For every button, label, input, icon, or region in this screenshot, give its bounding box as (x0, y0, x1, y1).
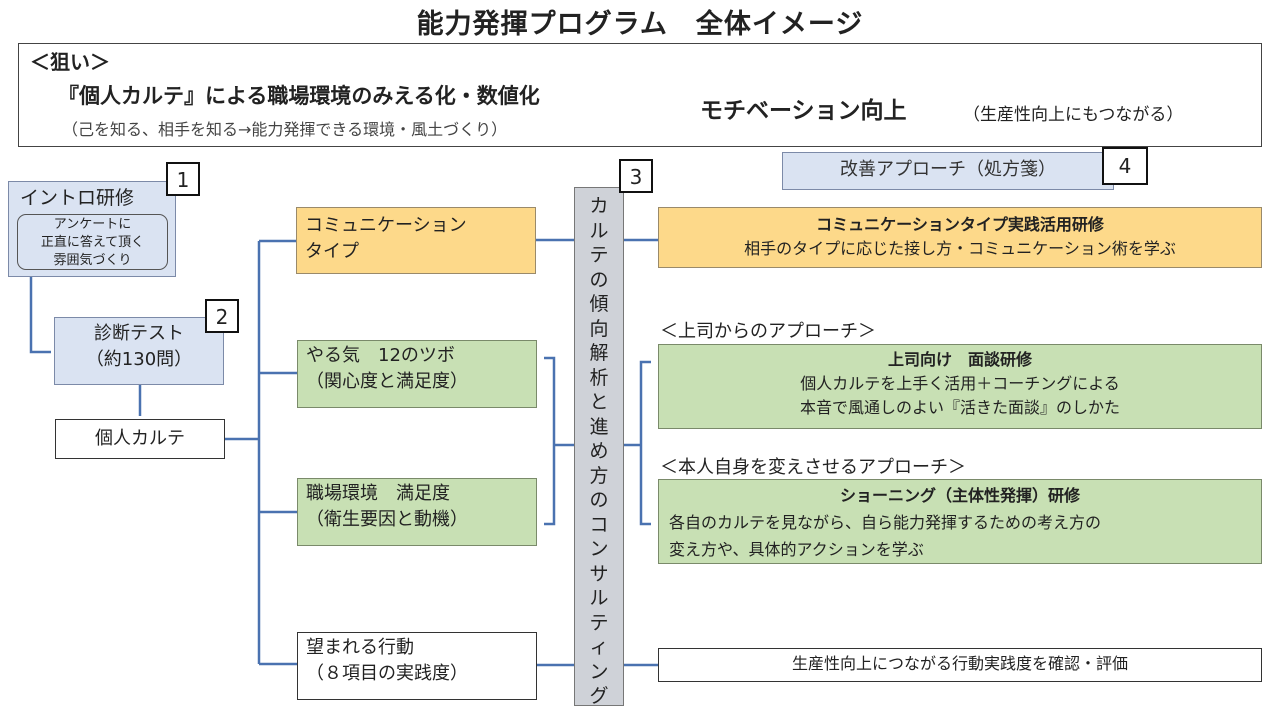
vertical-char: ン (589, 538, 609, 560)
self-approach-label: ＜本人自身を変えさせるアプローチ＞ (660, 457, 966, 478)
vertical-char: ル (589, 587, 609, 609)
personal-karte-box: 個人カルテ (55, 419, 225, 459)
vertical-char: テ (589, 244, 609, 266)
step-number-3: 3 (619, 159, 653, 193)
desired-behavior-box: 望まれる行動 （８項目の実践度） (297, 632, 537, 700)
page-title: 能力発揮プログラム 全体イメージ (416, 9, 864, 40)
motivation-points-box: やる気 12のツボ （関心度と満足度） (297, 340, 537, 408)
vertical-char: 析 (589, 366, 609, 389)
vertical-char: グ (589, 685, 609, 707)
diagnosis-test-title: 診断テスト (94, 323, 184, 344)
motivation-result: モチベーション向上 (700, 98, 907, 124)
aim-box (18, 43, 1262, 147)
vertical-char: 方 (589, 464, 609, 487)
vertical-char: カ (589, 195, 609, 217)
intro-note-line: 正直に答えて頂く (40, 235, 145, 250)
intro-training-title: イントロ研修 (20, 187, 135, 209)
diagnosis-test-count: （約130問） (85, 349, 193, 370)
aim-main-text: 『個人カルテ』による職場環境のみえる化・数値化 (58, 84, 540, 108)
aim-heading: ＜狙い＞ (30, 50, 110, 74)
step-number-4: 4 (1102, 147, 1148, 185)
vertical-char: の (589, 489, 609, 511)
vertical-char: ィ (589, 636, 609, 658)
vertical-char: の (589, 268, 609, 291)
workplace-satisfaction-line: 職場環境 満足度 (306, 483, 450, 504)
workplace-satisfaction-box: 職場環境 満足度 （衛生要因と動機） (297, 478, 537, 546)
intro-note-line: 雰囲気づくり (53, 253, 132, 268)
intro-training-box (8, 181, 176, 277)
behavior-evaluation-box: 生産性向上につながる行動実践度を確認・評価 (658, 648, 1262, 682)
proactivity-training-title: ショーニング（主体性発揮）研修 (839, 486, 1080, 505)
vertical-char: 向 (589, 317, 609, 340)
workplace-satisfaction-line: （衛生要因と動機） (306, 509, 468, 530)
vertical-char: 進 (589, 415, 609, 438)
consulting-vertical-box: カルテの傾向解析と進め方のコンサルティング (574, 187, 624, 709)
boss-interview-training-box: 上司向け 面談研修 個人カルテを上手く活用＋コーチングによる 本音で風通しのよい… (658, 344, 1262, 429)
vertical-char: 傾 (589, 293, 609, 315)
communication-training-body: 相手のタイプに応じた接し方・コミュニケーション術を学ぶ (744, 239, 1176, 258)
communication-type-box: コミュニケーション タイプ (296, 207, 536, 274)
diagnosis-test-box: 診断テスト （約130問） (54, 317, 224, 385)
vertical-char: テ (589, 611, 609, 634)
communication-type-line: コミュニケーション (305, 215, 467, 236)
intro-note-line: アンケートに (53, 217, 132, 232)
vertical-char: め (589, 440, 609, 462)
motivation-points-line: やる気 12のツボ (306, 345, 455, 366)
boss-approach-label: ＜上司からのアプローチ＞ (660, 321, 876, 342)
step-number-1: 1 (166, 162, 200, 196)
communication-training-box: コミュニケーションタイプ実践活用研修 相手のタイプに応じた接し方・コミュニケーシ… (658, 207, 1262, 268)
proactivity-training-box: ショーニング（主体性発揮）研修 各自のカルテを見ながら、自ら能力発揮するための考… (658, 479, 1262, 564)
desired-behavior-line: （８項目の実践度） (306, 663, 468, 684)
vertical-char: サ (589, 562, 609, 585)
boss-interview-training-body: 個人カルテを上手く活用＋コーチングによる (800, 374, 1120, 393)
proactivity-training-body: 各自のカルテを見ながら、自ら能力発揮するための考え方の (669, 513, 1102, 532)
step-number-2: 2 (205, 299, 239, 333)
vertical-char: コ (589, 513, 609, 536)
motivation-result-sub: （生産性向上にもつながる） (963, 105, 1184, 125)
aim-sub-text: （己を知る、相手を知る→能力発揮できる環境・風土づくり） (62, 120, 508, 139)
boss-interview-training-title: 上司向け 面談研修 (887, 350, 1032, 369)
vertical-char: ル (589, 219, 609, 242)
boss-interview-training-body: 本音で風通しのよい『活きた面談』のしかた (799, 398, 1120, 417)
communication-type-line: タイプ (305, 241, 359, 262)
desired-behavior-line: 望まれる行動 (306, 637, 414, 658)
consulting-vertical-text: カルテの傾向解析と進め方のコンサルティング (575, 194, 623, 709)
communication-training-title: コミュニケーションタイプ実践活用研修 (816, 215, 1104, 234)
intro-training-note: アンケートに 正直に答えて頂く 雰囲気づくり (17, 214, 168, 270)
vertical-char: 解 (589, 342, 609, 364)
improvement-approach-label: 改善アプローチ（処方箋） (782, 152, 1114, 190)
vertical-char: ン (589, 660, 609, 683)
motivation-points-line: （関心度と満足度） (306, 371, 468, 392)
vertical-char: と (589, 391, 609, 413)
proactivity-training-body: 変え方や、具体的アクションを学ぶ (669, 540, 924, 559)
